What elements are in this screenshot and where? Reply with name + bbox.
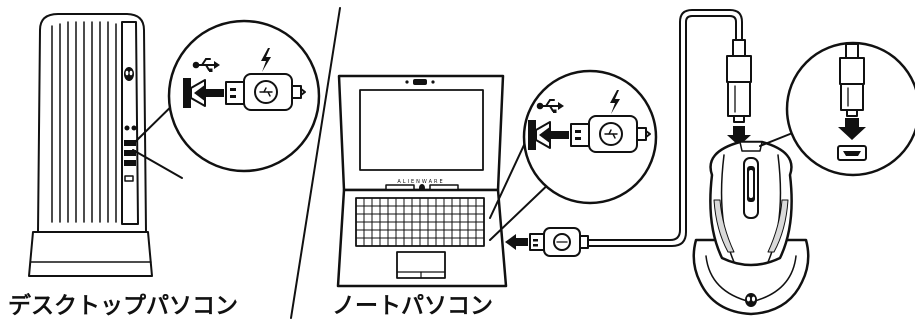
charging-bolt-icon xyxy=(610,90,620,114)
usb-cable-plug xyxy=(505,227,589,257)
usb-symbol-icon xyxy=(536,99,564,113)
desktop-callout xyxy=(132,19,321,179)
keyboard-keys xyxy=(355,197,485,247)
laptop-brand-text: ALIENWARE xyxy=(397,179,444,185)
usb-plug xyxy=(225,73,306,111)
charging-bolt-icon xyxy=(261,48,271,72)
alienware-logo-icon xyxy=(124,67,134,81)
usb-port-arrow-icon xyxy=(183,78,224,108)
micro-usb-plug xyxy=(726,39,752,146)
laptop-callout xyxy=(489,69,658,241)
laptop: ALIENWARE xyxy=(336,74,508,288)
divider-line xyxy=(290,7,341,319)
gaming-mouse xyxy=(692,140,810,316)
desktop-tower xyxy=(28,13,153,277)
desktop-front-ports xyxy=(124,125,137,182)
micro-usb-port xyxy=(837,145,867,161)
usb-symbol-icon xyxy=(192,58,220,72)
mouse-callout xyxy=(759,41,915,177)
desktop-caption: デスクトップパソコン xyxy=(8,293,238,319)
usb-cable xyxy=(587,9,743,241)
usb-plug xyxy=(570,115,651,153)
alienware-logo-icon xyxy=(745,293,757,307)
micro-usb-plug xyxy=(839,43,865,117)
laptop-caption: ノートパソコン xyxy=(332,293,493,319)
usb-port-arrow-icon xyxy=(528,120,569,150)
